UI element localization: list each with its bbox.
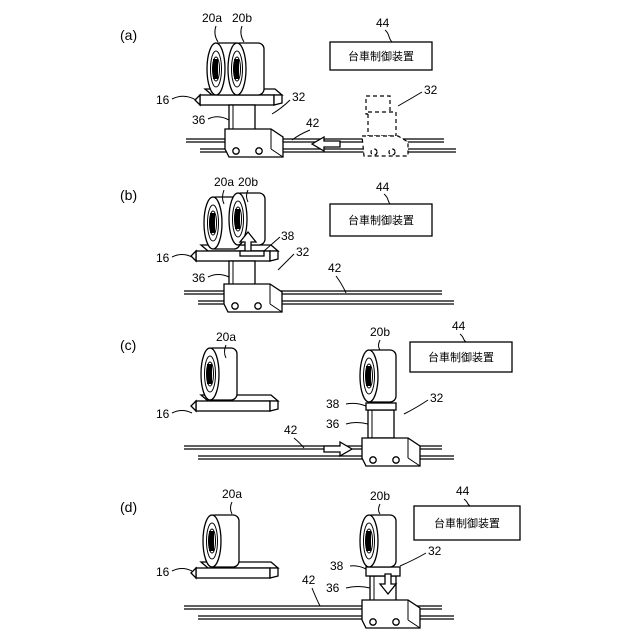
label-42-c: 42 [284,423,298,437]
roll-20a-c [201,348,237,400]
label-20a-b: 20a [214,175,234,189]
label-20a-a: 20a [202,11,222,25]
panel-c-tag: (c) [120,337,136,353]
label-36-c: 36 [326,417,340,431]
cart-ghost-a [362,96,408,156]
panel-a-tag: (a) [120,27,137,43]
lift-36-c [368,410,394,438]
label-42-d: 42 [302,573,316,587]
panel-d-tag: (d) [120,499,137,515]
label-38-d: 38 [330,559,344,573]
controller-box-b: 台車制御装置 [330,204,432,236]
label-16-a: 16 [156,93,170,107]
label-32-d: 32 [428,544,442,558]
label-16-c: 16 [156,407,170,421]
cart-32-d [362,600,420,628]
label-32-c: 32 [430,391,444,405]
label-38-c: 38 [326,397,340,411]
controller-ref-b: 44 [376,180,390,194]
roll-20b-a [228,43,264,95]
cart-32-b [224,284,282,312]
label-20a-c: 20a [216,330,236,344]
label-20b-d: 20b [370,489,390,503]
label-32-b: 32 [296,245,310,259]
move-right-arrow-c [324,442,352,456]
controller-label-d: 台車制御装置 [434,516,500,530]
label-20b-a: 20b [232,11,252,25]
controller-ref-a: 44 [376,16,390,30]
label-32-ghost-a: 32 [424,83,438,97]
label-42-b: 42 [328,261,342,275]
label-36-a: 36 [192,113,206,127]
controller-box-d: 台車制御装置 [414,506,520,540]
label-36-d: 36 [326,581,340,595]
label-42-a: 42 [306,116,320,130]
label-20b-c: 20b [370,325,390,339]
controller-box-a: 台車制御装置 [330,42,432,70]
controller-ref-c: 44 [452,319,466,333]
pad-38-c [366,403,396,410]
label-20a-d: 20a [222,487,242,501]
panel-c: (c) 台車制御装置 44 20a 20b 16 38 36 32 42 [120,319,512,466]
panel-d: (d) 台車制御装置 44 20a 20b 16 38 36 32 42 [120,484,520,628]
pad-38-b [240,251,264,256]
roll-20b-c [360,350,396,402]
controller-label-c: 台車制御装置 [428,350,494,364]
label-36-b: 36 [192,271,206,285]
cart-32-a [225,129,283,157]
controller-box-c: 台車制御装置 [410,342,512,372]
panel-a: (a) 台車制御装置 44 20a 20b 16 36 32 [120,11,456,157]
panel-b: (b) 台車制御装置 44 20a 20b 16 36 38 32 42 [120,175,454,312]
controller-label-b: 台車制御装置 [348,213,414,227]
label-38-b: 38 [281,229,295,243]
label-16-d: 16 [156,565,170,579]
controller-label-a: 台車制御装置 [348,49,414,63]
label-32-a: 32 [292,90,306,104]
label-20b-b: 20b [238,175,258,189]
label-16-b: 16 [156,251,170,265]
cart-32-c [362,438,420,466]
panel-b-tag: (b) [120,187,137,203]
pad-38-d [366,567,400,576]
controller-ref-d: 44 [456,484,470,498]
roll-20a-d [203,515,239,567]
roll-20b-d [360,515,396,567]
